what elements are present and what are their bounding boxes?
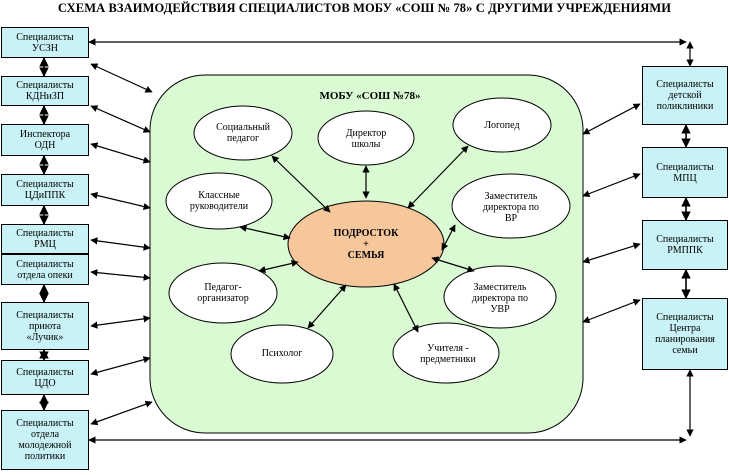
box-mpts: Специалисты МПЦ	[642, 147, 728, 198]
label-deputy-vr: Заместитель директора по ВР	[482, 190, 540, 224]
box-rmts: Специалисты РМЦ	[1, 224, 89, 254]
box-tsdippk: Специалисты ЦДиППК	[1, 174, 89, 206]
box-uszn: Специалисты УСЗН	[1, 27, 89, 58]
ellipse-deputy-uvr	[443, 265, 557, 329]
label-organizer: Педагог- организатор	[197, 282, 249, 304]
school-label: МОБУ «СОШ №78»	[319, 90, 421, 102]
label-deputy-uvr: Заместитель директора по УВР	[471, 281, 529, 315]
box-luchik: Специалисты приюта «Лучик»	[1, 302, 89, 350]
ellipse-speech-therapist	[452, 97, 552, 153]
ellipse-subject-teachers	[392, 322, 500, 384]
label-psychologist: Психолог	[261, 347, 303, 359]
ellipse-social-pedagogue	[193, 105, 293, 161]
ellipse-organizer	[168, 262, 278, 324]
label-director: Директор школы	[345, 128, 387, 150]
box-child-clinic: Специалисты детской поликлиники	[642, 66, 728, 125]
label-speech-therapist: Логопед	[484, 119, 520, 131]
box-opeka: Специалисты отдела опеки	[1, 254, 89, 285]
box-odn: Инспектора ОДН	[1, 124, 89, 156]
box-tsdo: Специалисты ЦДО	[1, 360, 89, 395]
center-label: ПОДРОСТОК + СЕМЬЯ	[333, 227, 399, 261]
diagram-title: СХЕМА ВЗАИМОДЕЙСТВИЯ СПЕЦИАЛИСТОВ МОБУ «…	[57, 1, 672, 15]
label-social-pedagogue: Социальный педагог	[216, 122, 270, 144]
box-family-planning: Специалисты Центра планирования семьи	[642, 298, 728, 370]
label-subject-teachers: Учителя - предметники	[420, 343, 476, 365]
box-youth-policy: Специалисты отдела молодежной политики	[1, 410, 89, 470]
box-kdnizp: Специалисты КДНиЗП	[1, 76, 89, 106]
box-rmppk: Специалисты РМППК	[642, 220, 728, 270]
label-class-teachers: Классные руководители	[189, 190, 249, 212]
ellipse-director	[317, 110, 415, 166]
ellipse-psychologist	[230, 324, 334, 384]
